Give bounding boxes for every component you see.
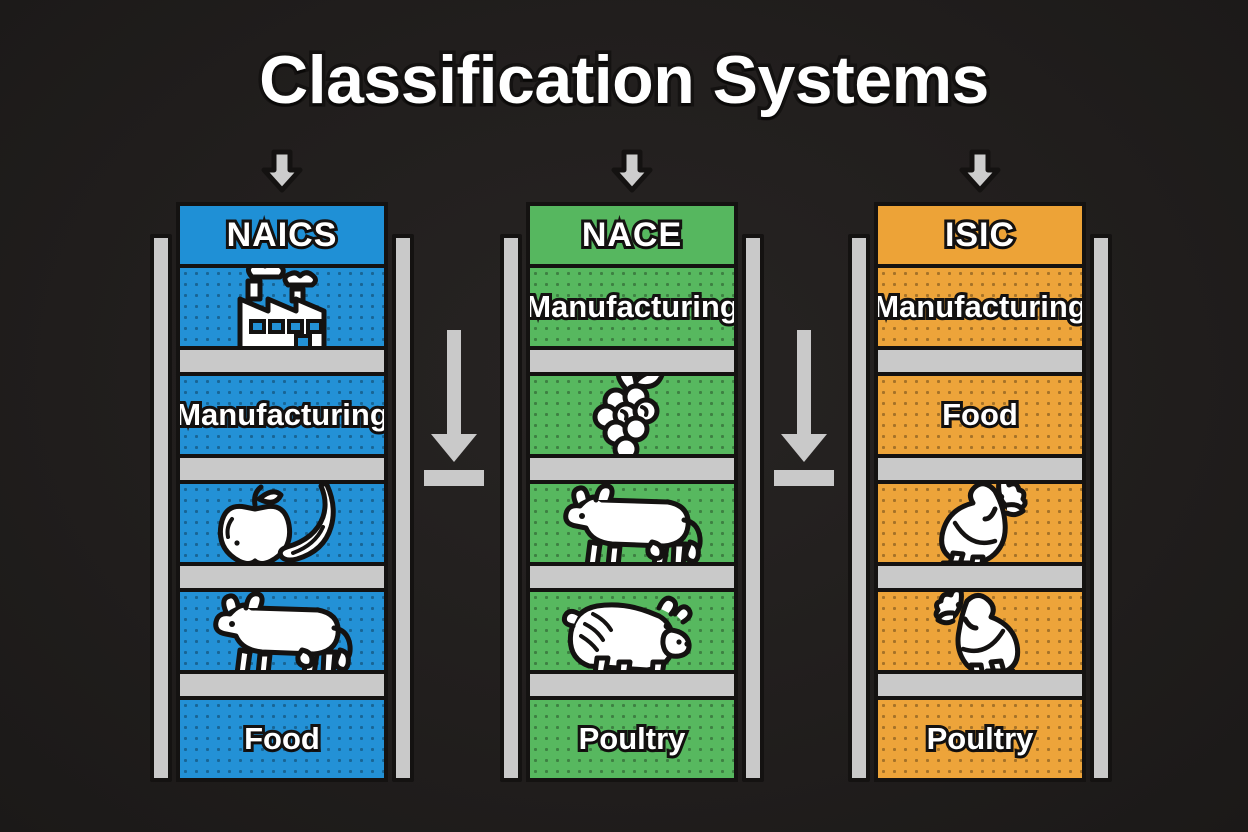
ladder-rung [180,454,384,484]
ladder-rail-left [150,234,172,782]
ladder-stack: NAICS [176,202,388,782]
ladder-stack: ISIC Manufacturing Food [874,202,1086,782]
column-header-label: NAICS [224,213,340,257]
ladder-cell[interactable]: Manufacturing [180,376,384,454]
ladder-cell-label: Food [241,718,323,759]
ladder-cell[interactable] [530,592,734,670]
ladder-cell[interactable] [530,376,734,454]
ladder-cell[interactable] [180,592,384,670]
long-arrow-down-icon [424,330,484,486]
ladder-cell-label: Poultry [576,718,689,759]
ladder-rail-right [1090,234,1112,782]
column-header-nace[interactable]: NACE [530,206,734,268]
ladder-rung [878,346,1082,376]
factory-icon [237,268,327,346]
ladder-rung [180,346,384,376]
ladder-rail-left [848,234,870,782]
fruit-apple-banana-icon [217,484,336,562]
ladder-cell-label: Poultry [924,718,1037,759]
ladder-stack: NACE Manufacturing [526,202,738,782]
ladder-cell[interactable] [878,592,1082,670]
long-arrow-down-icon [774,330,834,486]
column-header-label: ISIC [942,213,1017,257]
chicken-icon [939,484,1028,562]
ladder-cell[interactable] [530,484,734,562]
ladder-cell-label: Manufacturing [878,286,1082,327]
cow-icon [563,484,703,562]
ladder-rung [878,454,1082,484]
ladder-rung [530,346,734,376]
ladder-cell-label: Manufacturing [180,394,384,435]
ladder-rail-right [392,234,414,782]
ladder-rail-left [500,234,522,782]
ladder-rail-right [742,234,764,782]
ladder-cell-label: Food [939,394,1021,435]
pig-icon [561,595,693,670]
ladder-cell-label: Manufacturing [530,286,734,327]
ladder-cell[interactable]: Manufacturing [530,268,734,346]
ladder-rung [530,670,734,700]
arrow-down-icon [261,149,303,193]
page-title: Classification Systems [256,42,993,118]
column-header-naics[interactable]: NAICS [180,206,384,268]
ladder-cell[interactable]: Poultry [530,700,734,778]
ladder-rung [878,562,1082,592]
ladder-nace: NACE Manufacturing [500,202,764,782]
ladder-cell[interactable]: Food [878,376,1082,454]
ladder-rung [180,670,384,700]
ladder-isic: ISIC Manufacturing Food [848,202,1112,782]
ladder-rung [180,562,384,592]
grapes-icon [592,376,665,454]
column-header-isic[interactable]: ISIC [878,206,1082,268]
ladder-cell[interactable]: Food [180,700,384,778]
ladder-rung [530,562,734,592]
ladder-rung [530,454,734,484]
ladder-rung [878,670,1082,700]
cow-icon [213,592,353,670]
chicken-icon [933,592,1021,670]
arrow-down-icon [611,149,653,193]
ladder-cell[interactable] [878,484,1082,562]
ladder-cell[interactable] [180,268,384,346]
ladder-naics: NAICS [150,202,414,782]
ladder-cell[interactable]: Manufacturing [878,268,1082,346]
ladder-cell[interactable]: Poultry [878,700,1082,778]
column-header-label: NACE [579,213,684,257]
ladder-cell[interactable] [180,484,384,562]
arrow-down-icon [959,149,1001,193]
